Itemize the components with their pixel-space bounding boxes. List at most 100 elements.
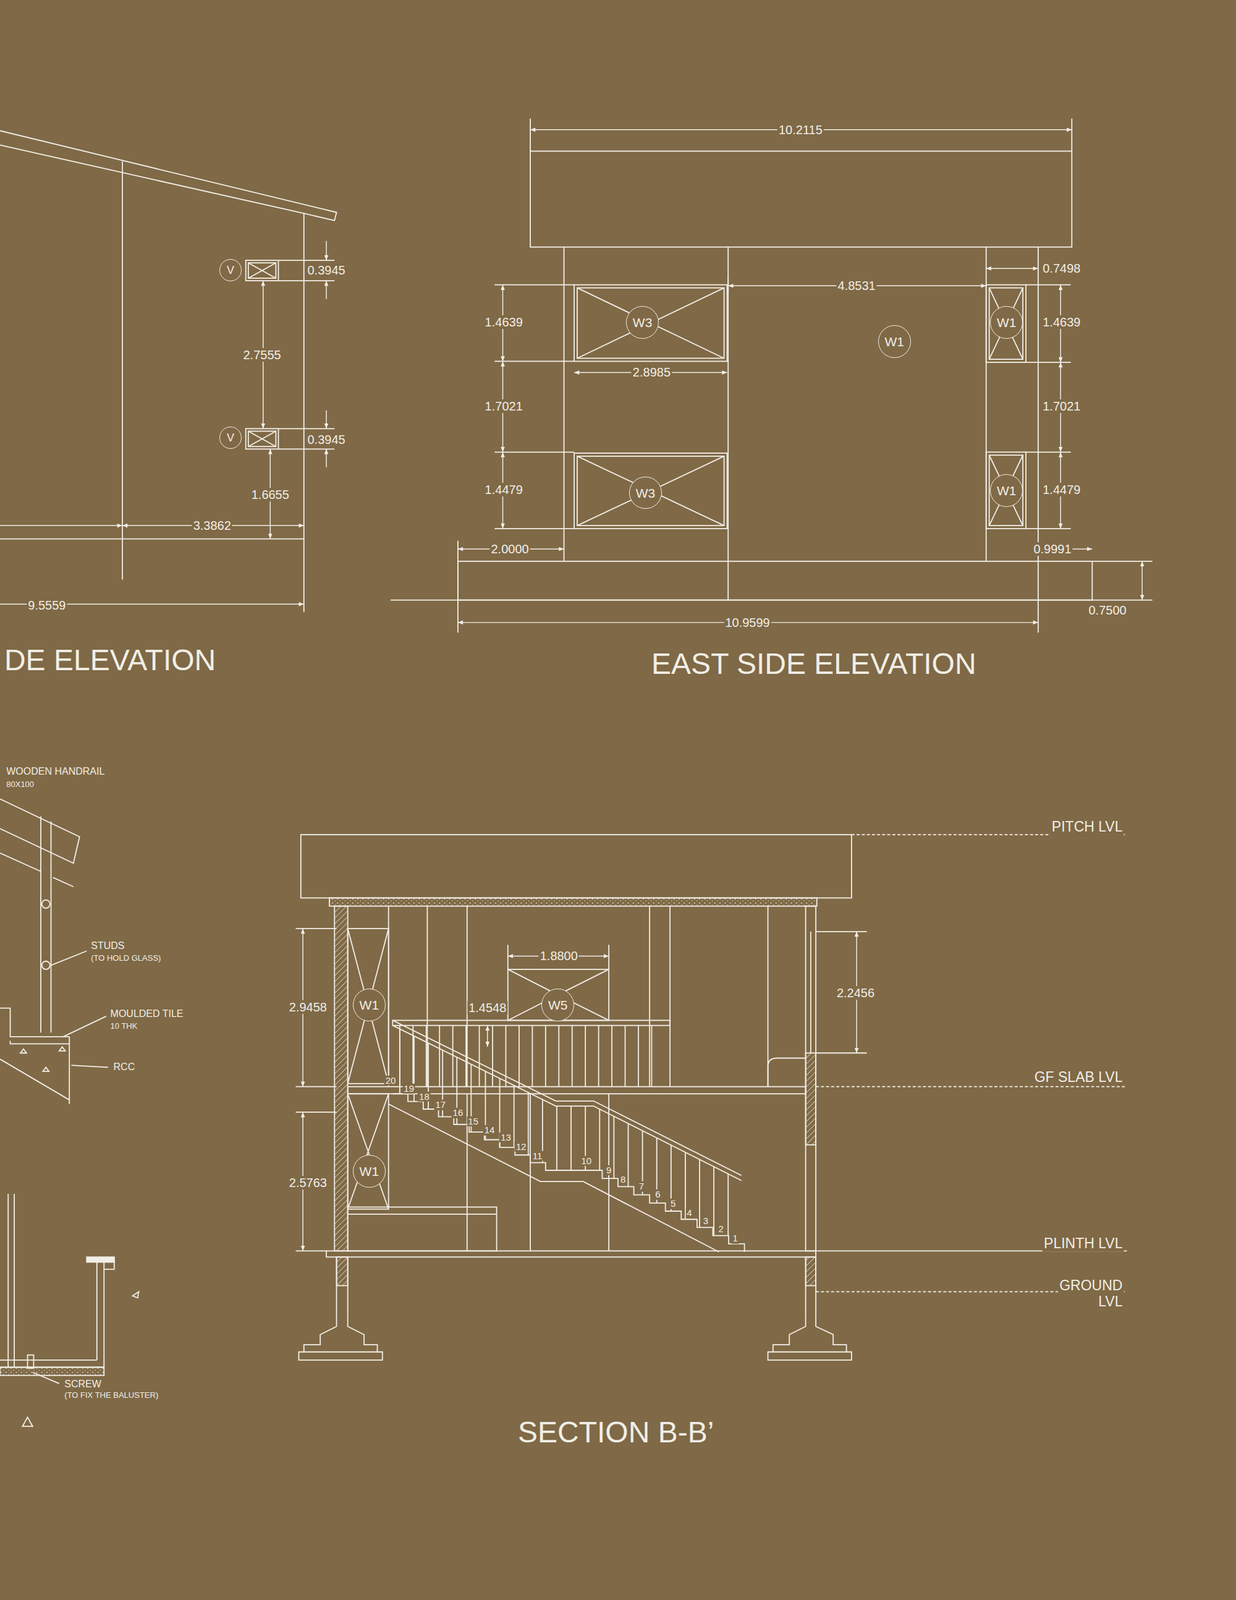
east-elevation [577,456,725,526]
section-b [347,928,389,1084]
east-elevation [530,118,1072,152]
window-tag: W1 [352,1154,386,1188]
stair-flight [438,1025,441,1087]
west-elevation [248,262,277,279]
east-elevation [457,561,1093,601]
west-elevation [121,161,123,580]
section-b [805,905,817,1251]
section-b [805,1256,817,1285]
note-detail: (TO HOLD GLASS) [89,952,162,962]
step-number: 17 [434,1099,448,1110]
level-label: GF SLAB LVL [1033,1069,1125,1085]
stair-flight [452,1025,454,1087]
stair-flight [527,1092,530,1155]
east-elevation [574,284,728,362]
window-tag: W5 [541,988,575,1021]
handrail-detail [0,1036,70,1104]
stair-flight [478,1025,481,1087]
step-number: 7 [637,1180,646,1192]
section-b [768,1057,806,1086]
dimension: 1.4639 [483,315,525,329]
stair-flight [571,1025,573,1087]
view-title: DE ELEVATION [3,643,217,677]
section-b [347,928,389,1084]
step-number: 8 [619,1173,627,1185]
west-elevation [248,430,277,447]
east-elevation [390,540,1153,633]
note-detail: 80X100 [4,779,36,789]
west-elevation [245,428,279,449]
step-number: 9 [605,1164,613,1175]
level-label: PITCH LVL [1050,819,1125,835]
section-b [388,905,769,1087]
step-number: 3 [702,1215,710,1227]
dimension: 1.4639 [1041,315,1082,329]
dimension-line [0,524,123,526]
section-b [347,1206,497,1251]
stair-flight [491,1025,494,1087]
handrail-detail [0,1366,104,1375]
stair-flight [392,1019,741,1175]
window-tag: W3 [626,305,659,339]
section-b [298,1313,382,1360]
west-elevation [0,130,337,221]
handrail-detail [27,1354,34,1368]
handrail-detail [0,798,139,1426]
dimension: 2.8985 [631,365,672,379]
dimension: 1.7021 [483,399,525,413]
window-code: W1 [359,1164,380,1178]
dimension-line [325,241,327,261]
step-number: 20 [384,1074,398,1086]
step-number: 4 [685,1207,693,1219]
stair-flight [412,1025,414,1087]
stair-flight [651,1025,653,1087]
dimension: 1.4479 [483,482,525,497]
handrail-detail [42,899,51,908]
window-code: W1 [359,998,380,1012]
handrail-detail [0,1256,115,1367]
handrail-detail [0,1007,70,1044]
section-b [347,1086,806,1094]
dimension: 1.4548 [467,1000,508,1015]
west-elevation [278,260,335,449]
section-b [815,834,1127,1292]
window-code: W3 [635,486,656,500]
section-b [507,944,609,970]
stair-flight [518,1025,520,1087]
window-code: W5 [548,998,568,1012]
stair-flight [584,1025,586,1087]
dimension: 0.7498 [1041,261,1082,276]
handrail-detail [32,1371,60,1384]
step-number: 1 [731,1232,740,1244]
dimension: 10.2115 [777,122,824,137]
step-number: 12 [514,1141,528,1152]
section-b [347,1093,389,1209]
section-b [326,1250,816,1257]
note-detail: (TO FIX THE BALUSTER) [63,1390,160,1400]
dimension: 1.7021 [1041,399,1082,413]
note: STUDS [89,939,126,952]
handrail-detail [132,1291,140,1298]
section-b [334,905,348,1251]
step-number: 19 [402,1082,416,1094]
handrail-detail [8,1193,15,1368]
step-number: 6 [653,1189,662,1200]
section-b [296,834,1128,1360]
handrail-detail [40,815,52,1033]
window-tag: V [219,426,242,449]
dimension: 0.3945 [305,432,347,447]
dimension: 9.5559 [26,598,67,612]
west-elevation [245,260,279,281]
section-b [336,1256,817,1314]
window-tag: W3 [629,476,662,510]
west-elevation [248,262,277,279]
window-code: V [226,431,235,444]
section-b [347,1213,497,1215]
stair-flight [598,1025,600,1087]
dimension: 1.4479 [1041,482,1082,497]
east-elevation [986,451,1026,529]
section-b [296,928,337,1251]
level-label: GROUND LVL [1058,1277,1124,1309]
east-elevation [989,454,1023,526]
stair-flight [698,1158,701,1227]
